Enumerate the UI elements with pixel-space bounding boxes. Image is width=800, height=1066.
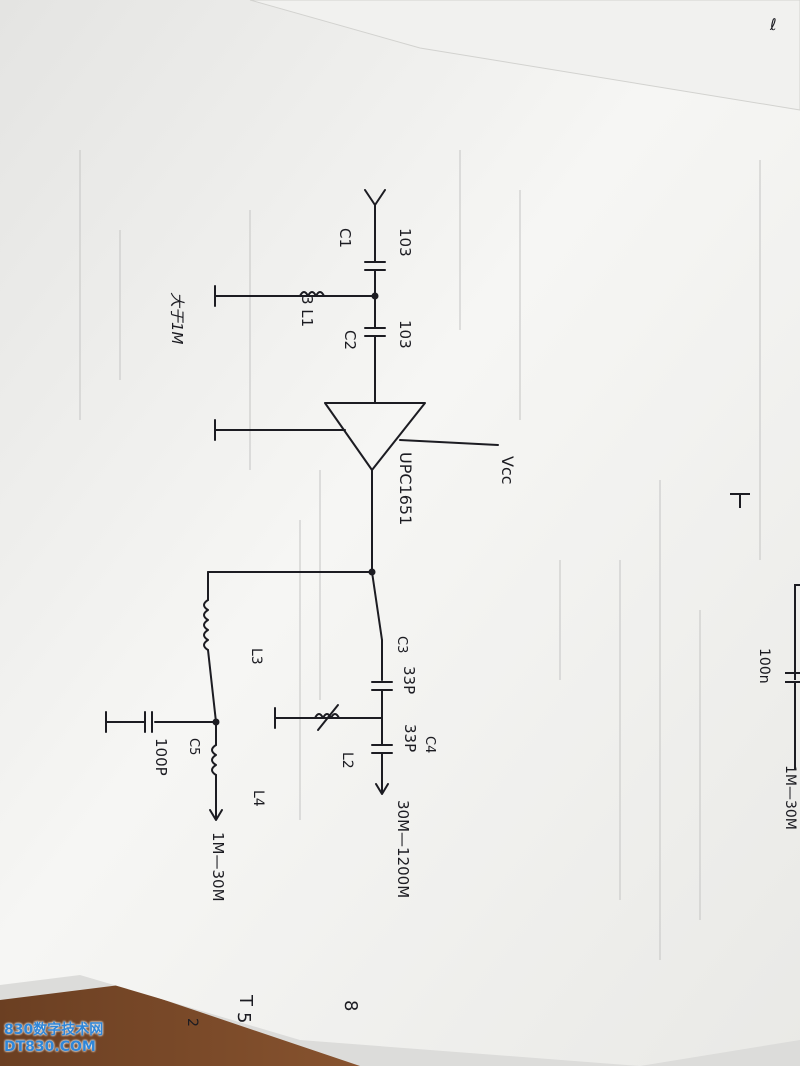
neighbor-band-label: 1M—30M — [782, 765, 798, 830]
edge-mark-3: 5 — [233, 1012, 254, 1023]
coil-l3-label: L3 — [248, 648, 264, 665]
cap-c2-value: 103 — [396, 320, 414, 349]
coil-l2-label: L2 — [339, 752, 355, 769]
output-high-band-label: 30M—1200M — [394, 800, 412, 898]
junction-dot — [368, 568, 376, 576]
cap-c4-value: 33P — [401, 724, 419, 752]
coil-l2 — [314, 713, 340, 719]
top-paper-fold — [249, 0, 800, 111]
cap-c4-name: C4 — [422, 736, 437, 753]
coil-l1 — [299, 291, 325, 297]
junction-dot — [212, 718, 220, 726]
vcc-label: Vcc — [498, 456, 517, 485]
amp-part-label: UPC1651 — [396, 452, 415, 525]
cap-c5-name: C5 — [186, 738, 201, 755]
amplifier-symbol — [324, 402, 426, 471]
coil-l1-label: 3 L1 — [298, 295, 316, 327]
watermark: 830数字技术网 DT830.COM — [4, 1022, 103, 1056]
bleed-through-text — [79, 150, 761, 960]
cap-c3-name: C3 — [394, 636, 409, 653]
circuit-wiring — [105, 189, 499, 821]
junction-dot — [371, 292, 379, 300]
cap-c1-name: C1 — [336, 228, 354, 248]
cap-c5-value: 100P — [152, 738, 170, 776]
cap-c2-name: C2 — [341, 330, 359, 350]
edge-mark-4: 2 — [184, 1018, 200, 1027]
output-low-band-label: 1M—30M — [209, 832, 227, 902]
cap-c3-value: 33P — [400, 666, 418, 694]
corner-scribble: ℓ — [769, 15, 777, 34]
edge-mark-1: 8 — [340, 1000, 361, 1011]
neighbor-cap-label: 100n — [756, 648, 772, 684]
coil-l3 — [203, 599, 209, 651]
antenna-note: 大于1M — [168, 292, 186, 345]
coil-l4-label: L4 — [250, 790, 266, 807]
cap-c1-value: 103 — [396, 228, 414, 257]
watermark-line-1: 830数字技术网 — [4, 1022, 104, 1038]
coil-l4 — [211, 744, 217, 776]
neighbor-circuit-fragment — [730, 493, 800, 770]
watermark-line-2: DT830.COM — [4, 1039, 96, 1055]
edge-mark-2: T — [235, 994, 256, 1007]
